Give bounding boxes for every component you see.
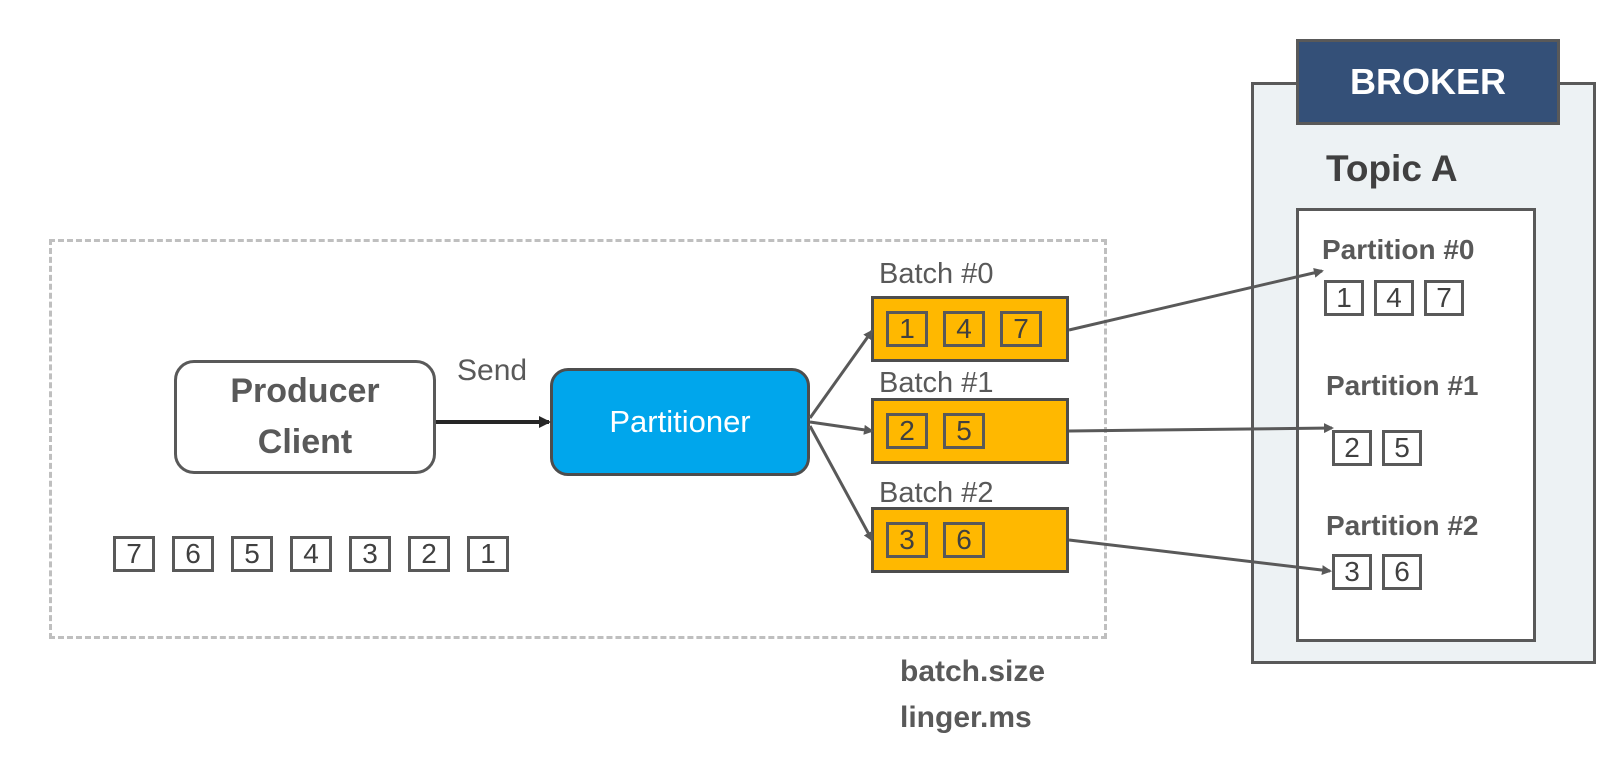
message-queue: 7 6 5 4 3 2 1: [113, 536, 509, 572]
partition-label-0: Partition #0: [1322, 234, 1475, 265]
batch-0-message: 1: [886, 311, 928, 347]
producer-area: [49, 239, 1107, 639]
producer-client-line1: Producer: [230, 372, 380, 410]
queue-message: 6: [172, 536, 214, 572]
broker-title: BROKER: [1349, 61, 1506, 102]
batch-2-message: 6: [943, 522, 985, 558]
batch-2-message: 3: [886, 522, 928, 558]
partition-0-message: 4: [1374, 280, 1414, 316]
broker-header: BROKER: [1296, 39, 1560, 125]
producer-client-line2: Client: [257, 423, 353, 461]
partition-0-messages: 1 4 7: [1324, 280, 1464, 316]
partition-1-message: 2: [1332, 430, 1372, 466]
config-batch-size: batch.size: [900, 655, 1046, 688]
queue-message: 3: [349, 536, 391, 572]
batch-1-message: 5: [943, 413, 985, 449]
arrow-partitioner-batch-1: [809, 420, 874, 435]
batch-2: 3 6: [871, 507, 1069, 573]
batch-label-0: Batch #0: [879, 258, 994, 290]
send-label: Send: [457, 354, 528, 387]
partition-1-messages: 2 5: [1332, 430, 1422, 466]
batch-1-message: 2: [886, 413, 928, 449]
batch-0-message: 4: [943, 311, 985, 347]
producer-client: Producer Client: [174, 360, 436, 474]
batch-label-2: Batch #2: [879, 477, 994, 509]
batch-0: 1 4 7: [871, 296, 1069, 362]
arrow-batch-1-partition-1: [1068, 423, 1334, 434]
queue-message: 7: [113, 536, 155, 572]
batch-1: 2 5: [871, 398, 1069, 464]
partition-2-message: 6: [1382, 554, 1422, 590]
partition-2-messages: 3 6: [1332, 554, 1422, 590]
arrow-partitioner-batch-0: [808, 329, 874, 419]
partitioner-label: Partitioner: [609, 404, 751, 439]
arrow-partitioner-batch-2: [808, 425, 874, 542]
batch-0-message: 7: [1000, 311, 1042, 347]
partition-1-message: 5: [1382, 430, 1422, 466]
partitioner: Partitioner: [550, 368, 810, 476]
partition-0-message: 7: [1424, 280, 1464, 316]
partition-label-1: Partition #1: [1326, 370, 1479, 401]
partition-0-message: 1: [1324, 280, 1364, 316]
arrow-batch-2-partition-2: [1068, 538, 1332, 576]
topic-title: Topic A: [1326, 148, 1458, 189]
partition-2-message: 3: [1332, 554, 1372, 590]
batch-label-1: Batch #1: [879, 367, 994, 399]
queue-message: 4: [290, 536, 332, 572]
arrow-batch-0-partition-0: [1068, 267, 1324, 332]
partition-label-2: Partition #2: [1326, 510, 1479, 541]
queue-message: 5: [231, 536, 273, 572]
queue-message: 2: [408, 536, 450, 572]
queue-message: 1: [467, 536, 509, 572]
config-linger-ms: linger.ms: [900, 701, 1032, 734]
